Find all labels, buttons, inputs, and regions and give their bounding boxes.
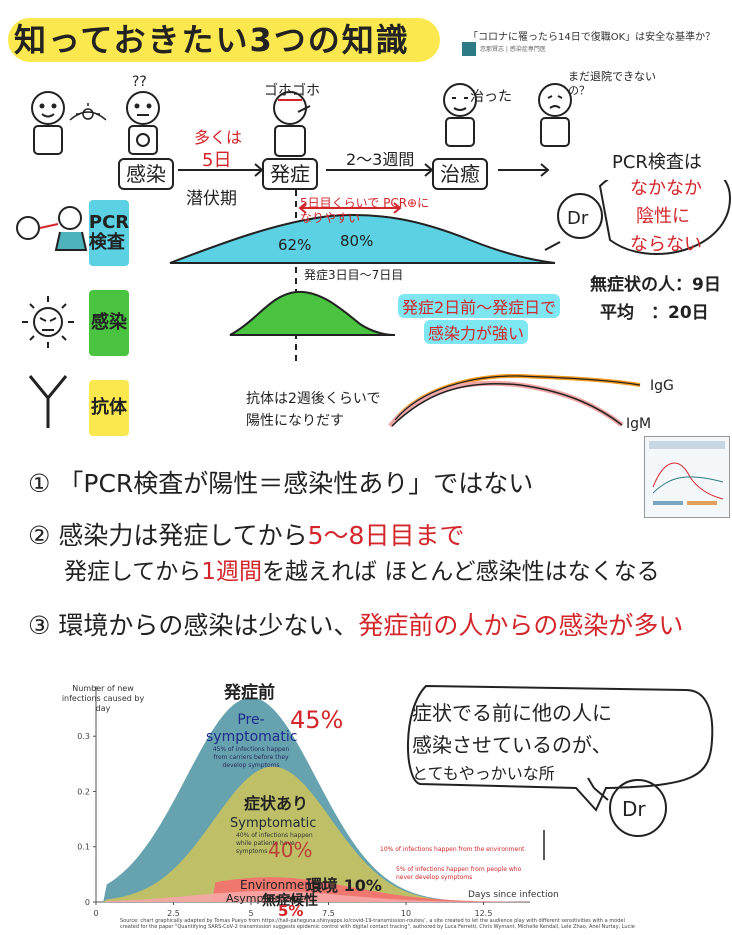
pre-desc: 45% of infections happen from carriers b… (212, 746, 290, 769)
env-desc: 10% of infections happen from the enviro… (380, 846, 525, 853)
person-healthy-icon (31, 91, 65, 155)
angry-virus-icon (22, 296, 74, 348)
avg-note: 平均 ：20日 (600, 303, 709, 323)
antibody-icon (28, 375, 68, 428)
bubble2-line2: 感染させているのが、 (412, 733, 612, 757)
bubble2-line3: とてもやっかいな所 (412, 764, 555, 783)
pcr-range-note: 発症3日目～7日目 (304, 268, 404, 282)
bubble2-drawing: Dr (406, 684, 714, 860)
x-tick-label: 0 (93, 909, 98, 918)
pcr-curve (169, 214, 556, 264)
doctor-face-icon (544, 193, 603, 251)
healed-label: 治った (470, 89, 512, 105)
y-tick-label: 0.3 (77, 732, 90, 741)
series-area-environmental (96, 877, 530, 902)
infectivity-note-2: 感染力が強い (424, 320, 529, 344)
y-tick-label: 0.2 (77, 787, 90, 796)
y-tick-label: 0 (85, 898, 90, 907)
igm-curve (391, 382, 623, 427)
asym-pct-label: 5% (278, 902, 304, 920)
person-worried-icon (538, 83, 572, 147)
confused-label: ?? (132, 74, 147, 90)
pcr-peak-note: 5日目くらいで PCR⊕になりやすい (300, 196, 430, 225)
arrow-after-recovery (498, 163, 550, 177)
pcr-bubble-line1: PCR検査は (612, 152, 702, 173)
sym-jp-label: 症状あり (244, 794, 309, 813)
person-infected-icon (126, 91, 160, 155)
incubation-label: 潜伏期 (186, 189, 237, 209)
virus-icon (76, 103, 100, 120)
infection-box: 感染 (118, 158, 174, 190)
sym-desc: 40% of infections happen while patients … (236, 832, 313, 855)
pcr-bubble-line2: なかなか (630, 178, 702, 199)
recovery-box: 治癒 (432, 158, 488, 190)
fact-1: ① 「PCR検査が陽性＝感染性あり」ではない (28, 469, 534, 498)
infectivity-label: 感染 (89, 290, 129, 356)
pcr-bubble-line4: ならない (630, 234, 702, 255)
notyet-label: まだ退院できないの？ (568, 70, 656, 97)
env-jp-label: 環境 10% (306, 876, 382, 895)
pcr-peak-arrow (298, 202, 402, 214)
cough-label: ゴホゴホ (264, 83, 320, 99)
x-tick-label: 10 (401, 909, 411, 918)
chart-ylabel: Number of new infections caused by day (61, 684, 145, 713)
asym-jp-label: 無症候性 (262, 893, 318, 909)
igg-label: IgG (650, 378, 674, 394)
reference-thumbnail[interactable] (644, 436, 730, 518)
doctor-face-icon-2 (587, 777, 667, 837)
sym-pct-label: 40% (268, 838, 313, 862)
antibody-note-1: 抗体は2週後くらいで (246, 391, 381, 407)
person-healed-icon (443, 83, 477, 147)
fact-3: ③ 環境からの感染は少ない、発症前の人からの感染が多い (28, 611, 684, 640)
infectivity-curve (229, 290, 396, 336)
doctor-label-2: Dr (622, 797, 646, 821)
antibody-note-2: 陽性になりだす (246, 413, 344, 429)
y-tick-label: 0.1 (77, 843, 90, 852)
days-label: 5日 (202, 150, 232, 171)
bubble2-line1: 症状でる前に他の人に (412, 701, 612, 725)
pcr-bubble-line3: 陰性に (636, 206, 690, 227)
doctor-swab-icon (16, 206, 88, 251)
fact-2a: ② 感染力は発症してから5～8日目まで (28, 521, 465, 550)
pre-pct-label: 45% (290, 706, 344, 734)
series-area-asymptomatic (96, 890, 530, 902)
often-label: 多くは (194, 128, 243, 147)
pcr-speech-bubble (598, 180, 732, 255)
sym-name: Symptomatic (230, 816, 317, 831)
series-area-symptomatic (96, 766, 530, 902)
antibody-label: 抗体 (89, 380, 129, 436)
onset-box: 発症 (262, 158, 318, 190)
pcr-label: PCR検査 (89, 200, 129, 266)
x-tick-label: 2.5 (167, 909, 180, 918)
author-avatar (462, 42, 476, 56)
chart-xlabel: Days since infection (468, 890, 559, 900)
person-coughing-icon (273, 91, 311, 157)
page-title: 知っておきたい3つの知識 (14, 21, 410, 59)
title-highlight (8, 18, 440, 62)
fact-2b: 発症してから1週間を越えれば ほとんど感染性はなくなる (64, 559, 660, 585)
infectivity-note-1: 発症2日前～発症日で (398, 294, 561, 318)
pcr-pct-peak: 80% (340, 232, 374, 250)
asym-name: Asymptomatic (226, 892, 306, 905)
x-tick-label: 7.5 (322, 909, 335, 918)
reference-title[interactable]: 「コロナに罹ったら14日で復職OK」は安全な基準か？ (468, 32, 716, 43)
asym-note: 無症状の人：9日 (590, 275, 721, 295)
x-tick-label: 12.5 (475, 909, 493, 918)
env-name: Environmental (240, 878, 328, 892)
doctor-label-1: Dr (567, 208, 589, 229)
chart-source: Source: chart graphically adapted by Tom… (120, 918, 635, 930)
pcr-pct-left: 62% (278, 236, 312, 254)
curves-drawing: Dr (16, 180, 732, 428)
x-tick-label: 5 (248, 909, 253, 918)
asym-desc: 5% of infections happen from people who … (396, 866, 522, 881)
speech-bubble-2 (406, 684, 714, 812)
weeks-label: 2～3週間 (346, 150, 415, 169)
timeline-drawing (31, 83, 572, 177)
pre-name: Pre-symptomatic (206, 712, 298, 745)
igm-label: IgM (626, 416, 652, 432)
pre-jp-label: 発症前 (224, 683, 275, 703)
transmission-chart: 0 2.5 5 7.5 10 12.5 0 0.1 0.2 0.3 (77, 686, 530, 918)
reference-author: 忽那賢志 | 感染症専門医 (480, 46, 546, 53)
transmit-arrow (69, 111, 107, 121)
